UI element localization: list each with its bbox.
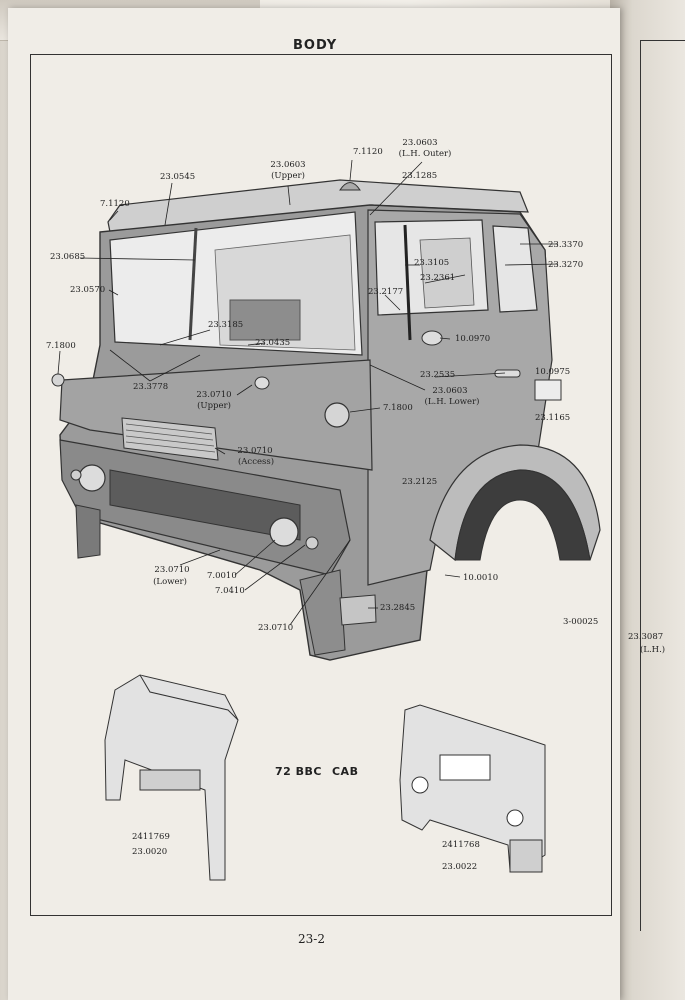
facing-page-frame <box>640 40 685 931</box>
callout-7-1800-left: 7.1800 <box>46 341 76 351</box>
callout-7-0410: 7.0410 <box>215 586 245 596</box>
callout-10-0010: 10.0010 <box>463 573 499 583</box>
cab-label: CAB <box>331 765 359 778</box>
callout-23-0603-lh-lower: 23.0603 <box>432 386 468 396</box>
callout-23-0020: 23.0020 <box>132 847 168 857</box>
callout-7-1120-roof: 7.1120 <box>353 147 383 157</box>
callout-23-0710-upper: 23.0710 <box>196 390 232 400</box>
callout-23-0710-lower: 23.0710 <box>154 565 190 575</box>
callout-23-2177: 23.2177 <box>368 287 404 297</box>
section-header: BODY <box>293 38 338 53</box>
callout-23-1285: 23.1285 <box>402 171 438 181</box>
callout-lh-lower-note: (L.H. Lower) <box>424 397 480 407</box>
callout-upper-note-2: (Upper) <box>197 401 231 411</box>
callout-upper-note: (Upper) <box>271 171 305 181</box>
callout-access-note: (Access) <box>237 457 275 467</box>
callout-23-2845: 23.2845 <box>380 603 416 613</box>
callout-23-0603-lh-outer: 23.0603 <box>402 138 438 148</box>
callout-10-0975: 10.0975 <box>535 367 571 377</box>
callout-7-1120-left: 7.1120 <box>100 199 130 209</box>
callout-23-0603-upper: 23.0603 <box>270 160 306 170</box>
page-number: 23-2 <box>298 932 325 946</box>
callout-23-2125: 23.2125 <box>402 477 438 487</box>
callout-23-0022: 23.0022 <box>442 862 478 872</box>
facing-page-callout: 23.3087 <box>628 632 664 642</box>
part-number-2411769: 2411769 <box>132 832 170 842</box>
callout-23-3370: 23.3370 <box>548 240 584 250</box>
callout-10-0970: 10.0970 <box>455 334 491 344</box>
callout-23-0545: 23.0545 <box>160 172 196 182</box>
callout-23-3185: 23.3185 <box>208 320 244 330</box>
facing-page-callout-note: (L.H.) <box>640 645 666 655</box>
callout-7-0010: 7.0010 <box>207 571 237 581</box>
callout-23-2535: 23.2535 <box>420 370 456 380</box>
illustration-title: 72 BBC CAB <box>275 765 358 778</box>
callout-23-0435: 23.0435 <box>255 338 291 348</box>
cab-model: 72 BBC <box>275 765 322 778</box>
figure-code: 3-00025 <box>563 617 599 627</box>
callout-23-0685: 23.0685 <box>50 252 86 262</box>
callout-7-1800-side: 7.1800 <box>383 403 413 413</box>
illustration-frame <box>30 54 612 916</box>
callout-23-3778: 23.3778 <box>133 382 169 392</box>
callout-23-3105: 23.3105 <box>414 258 450 268</box>
callout-lower-note: (Lower) <box>153 577 187 587</box>
callout-23-1165: 23.1165 <box>535 413 571 423</box>
callout-23-0710-access: 23.0710 <box>237 446 273 456</box>
callout-23-0710-bottom: 23.0710 <box>258 623 294 633</box>
callout-lh-outer-note: (L.H. Outer) <box>398 149 452 159</box>
callout-23-3270: 23.3270 <box>548 260 584 270</box>
facing-page <box>610 0 685 1000</box>
callout-23-0570: 23.0570 <box>70 285 106 295</box>
part-number-2411768: 2411768 <box>442 840 480 850</box>
callout-23-2361: 23.2361 <box>420 273 456 283</box>
